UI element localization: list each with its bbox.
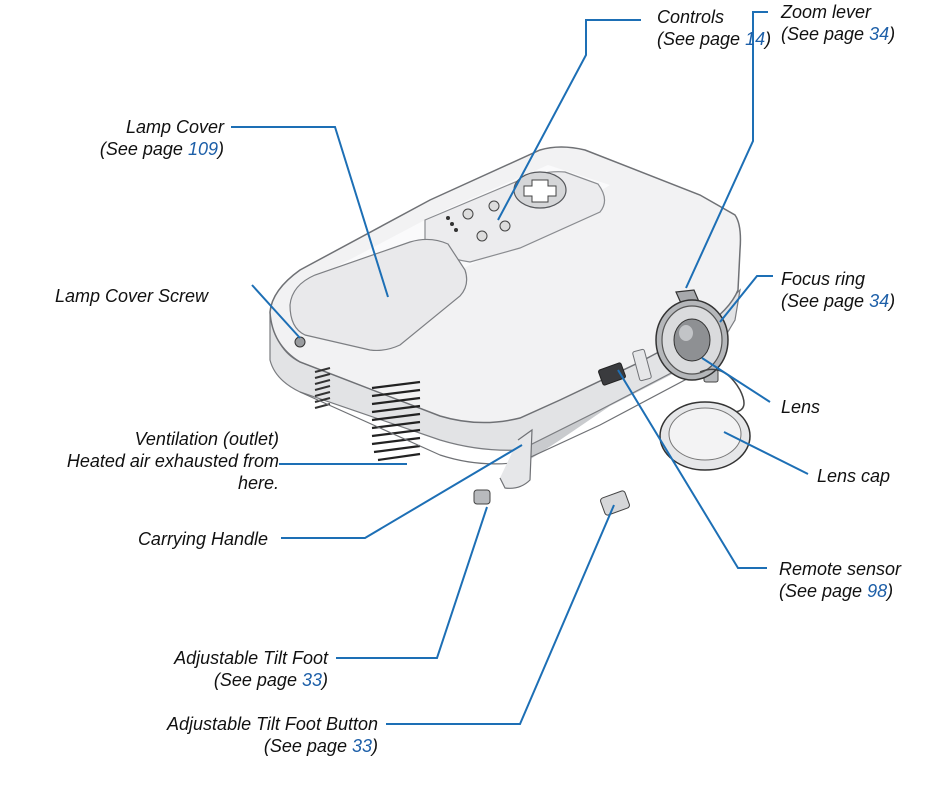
remote-sensor-page-ref: (See page 98) [779, 581, 894, 601]
projector-top-surface [269, 146, 742, 424]
select-button-pad[interactable] [513, 171, 567, 209]
left-vent-grille [314, 367, 331, 409]
zoom-lever-page-link[interactable]: 34 [869, 24, 890, 44]
ventilation-line-3: here. [237, 473, 279, 493]
leader-carrying-handle [281, 444, 523, 539]
remote-sensor-page-link[interactable]: 98 [867, 581, 888, 601]
lamp-cover-page-link[interactable]: 109 [187, 139, 218, 159]
lamp-cover-title: Lamp Cover [125, 117, 224, 137]
tilt-foot-button-label: Adjustable Tilt Foot Button (See page 33… [167, 713, 378, 757]
leader-lamp-cover [231, 126, 389, 298]
leader-lens [701, 357, 771, 403]
tilt-foot-button[interactable] [600, 490, 631, 516]
leader-focus-ring [719, 275, 773, 323]
lens-assembly [655, 299, 729, 381]
lens-label: Lens [781, 397, 821, 417]
panel-button-1[interactable] [462, 208, 474, 220]
tilt-foot-button-page-link[interactable]: 33 [351, 736, 372, 756]
tilt-foot-page-link[interactable]: 33 [301, 670, 322, 690]
ventilation-line-2: Heated air exhausted from [66, 451, 279, 471]
ventilation-line-1: Ventilation (outlet) [134, 429, 279, 449]
lens-cap[interactable] [659, 401, 751, 471]
leader-tilt-foot-button [386, 504, 615, 725]
lens-cap-label: Lens cap [817, 466, 891, 486]
projector-illustration [269, 146, 751, 516]
tilt-foot-button-title: Adjustable Tilt Foot Button [167, 714, 378, 734]
controls-page-ref: (See page 14) [657, 29, 772, 49]
ventilation-outlet-grille [371, 380, 421, 462]
lens-glass [673, 318, 711, 362]
focus-ring-label: Focus ring (See page 34) [781, 268, 895, 312]
focus-ring-page-link[interactable]: 34 [869, 291, 890, 311]
leader-zoom-lever [685, 11, 768, 289]
lamp-cover-screw-label: Lamp Cover Screw [55, 286, 209, 306]
tilt-foot-title: Adjustable Tilt Foot [174, 648, 328, 668]
leader-lens-cap [723, 431, 809, 475]
focus-ring-title: Focus ring [781, 269, 866, 289]
remote-sensor-title: Remote sensor [779, 559, 902, 579]
controls-title: Controls [657, 7, 725, 27]
ventilation-label: Ventilation (outlet) Heated air exhauste… [67, 428, 279, 494]
leader-lines [231, 11, 809, 725]
panel-button-3[interactable] [499, 220, 511, 232]
lamp-cover-page-ref: (See page 109) [99, 139, 224, 159]
tilt-foot-label: Adjustable Tilt Foot (See page 33) [174, 647, 328, 691]
zoom-lever-page-ref: (See page 34) [781, 24, 896, 44]
controls-label: Controls (See page 14) [657, 6, 771, 50]
tilt-foot-page-ref: (See page 33) [213, 670, 328, 690]
leader-tilt-foot [336, 506, 488, 659]
remote-sensor-label: Remote sensor (See page 98) [779, 558, 901, 602]
carrying-handle-label: Carrying Handle [137, 529, 268, 549]
leader-remote-sensor [617, 369, 767, 569]
lamp-cover-label: Lamp Cover (See page 109) [100, 116, 224, 160]
panel-button-4[interactable] [476, 230, 488, 242]
leader-controls [497, 19, 641, 221]
tilt-foot [473, 489, 491, 505]
lamp-cover-panel [289, 238, 468, 352]
zoom-lever-title: Zoom lever [781, 2, 872, 22]
leader-lamp-cover-screw [251, 284, 301, 339]
tilt-foot-button-page-ref: (See page 33) [263, 736, 378, 756]
lamp-cover-screw-icon [294, 336, 306, 348]
remote-sensor-window [598, 362, 626, 386]
zoom-lever-label: Zoom lever (See page 34) [781, 1, 895, 45]
focus-ring-page-ref: (See page 34) [781, 291, 896, 311]
panel-button-2[interactable] [488, 200, 500, 212]
carrying-handle[interactable] [499, 428, 533, 489]
controls-page-link[interactable]: 14 [745, 29, 766, 49]
